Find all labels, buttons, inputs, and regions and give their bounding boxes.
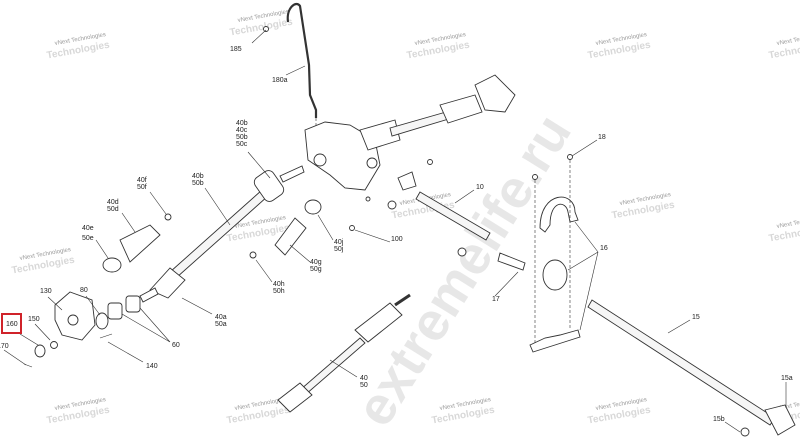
leader-lines (3, 29, 787, 433)
fitting-185 (263, 26, 269, 32)
callout-60[interactable]: 60 (172, 342, 180, 349)
callout-50c[interactable]: 50c (236, 141, 248, 148)
callout-40[interactable]: 40 (360, 375, 368, 382)
callout-15a[interactable]: 15a (781, 375, 793, 382)
callout-50a[interactable]: 50a (215, 321, 227, 328)
callout-50[interactable]: 50 (360, 382, 368, 389)
prop-shaft-front (349, 159, 526, 271)
clamp-40j (304, 199, 322, 215)
callout-40g[interactable]: 40g (310, 259, 322, 266)
callout-40b-mid[interactable]: 40b (192, 173, 204, 180)
callout-40c[interactable]: 40c (236, 127, 248, 134)
callout-40j[interactable]: 40j (334, 239, 344, 246)
callout-50e[interactable]: 50e (82, 235, 94, 242)
wheel-hub (23, 291, 141, 368)
clamp-40e (102, 257, 122, 273)
callout-50d[interactable]: 50d (107, 206, 119, 213)
callout-50g[interactable]: 50g (310, 266, 322, 273)
callout-160[interactable]: 160 (6, 321, 18, 328)
axle-left (139, 165, 305, 303)
front-differential (304, 119, 401, 191)
callout-40f[interactable]: 40f (137, 177, 147, 184)
callout-150[interactable]: 150 (28, 316, 40, 323)
breather-hose (286, 2, 318, 118)
clamp-40f (164, 213, 172, 221)
callout-15b[interactable]: 15b (713, 416, 725, 423)
prop-shaft-rear (587, 299, 796, 437)
callout-18[interactable]: 18 (598, 134, 606, 141)
callouts: 185 180a 40b 40c 50b 50c 40f 50f 40d 50d… (0, 46, 793, 423)
axle-lower (277, 293, 411, 413)
callout-50b-mid[interactable]: 50b (192, 180, 204, 187)
boot-40g (274, 217, 307, 256)
callout-40a[interactable]: 40a (215, 314, 227, 321)
callout-140[interactable]: 140 (146, 363, 158, 370)
callout-50h[interactable]: 50h (273, 288, 285, 295)
center-bearing (529, 154, 581, 353)
callout-16[interactable]: 16 (600, 245, 608, 252)
callout-185[interactable]: 185 (230, 46, 242, 53)
callout-130[interactable]: 130 (40, 288, 52, 295)
callout-170[interactable]: 170 (0, 343, 9, 350)
callout-15[interactable]: 15 (692, 314, 700, 321)
highlight-box (1, 313, 22, 334)
callout-40d[interactable]: 40d (107, 199, 119, 206)
callout-180a[interactable]: 180a (272, 77, 288, 84)
callout-40h[interactable]: 40h (273, 281, 285, 288)
callout-50j[interactable]: 50j (334, 246, 344, 253)
callout-40b[interactable]: 40b (236, 120, 248, 127)
callout-17[interactable]: 17 (492, 296, 500, 303)
boot-40d (119, 224, 161, 263)
callout-50f[interactable]: 50f (137, 184, 147, 191)
callout-80[interactable]: 80 (80, 287, 88, 294)
callout-40e[interactable]: 40e (82, 225, 94, 232)
callout-100[interactable]: 100 (391, 236, 403, 243)
axle-upper-right (389, 74, 516, 137)
callout-10[interactable]: 10 (476, 184, 484, 191)
callout-50b[interactable]: 50b (236, 134, 248, 141)
clamp-40h (249, 251, 257, 259)
